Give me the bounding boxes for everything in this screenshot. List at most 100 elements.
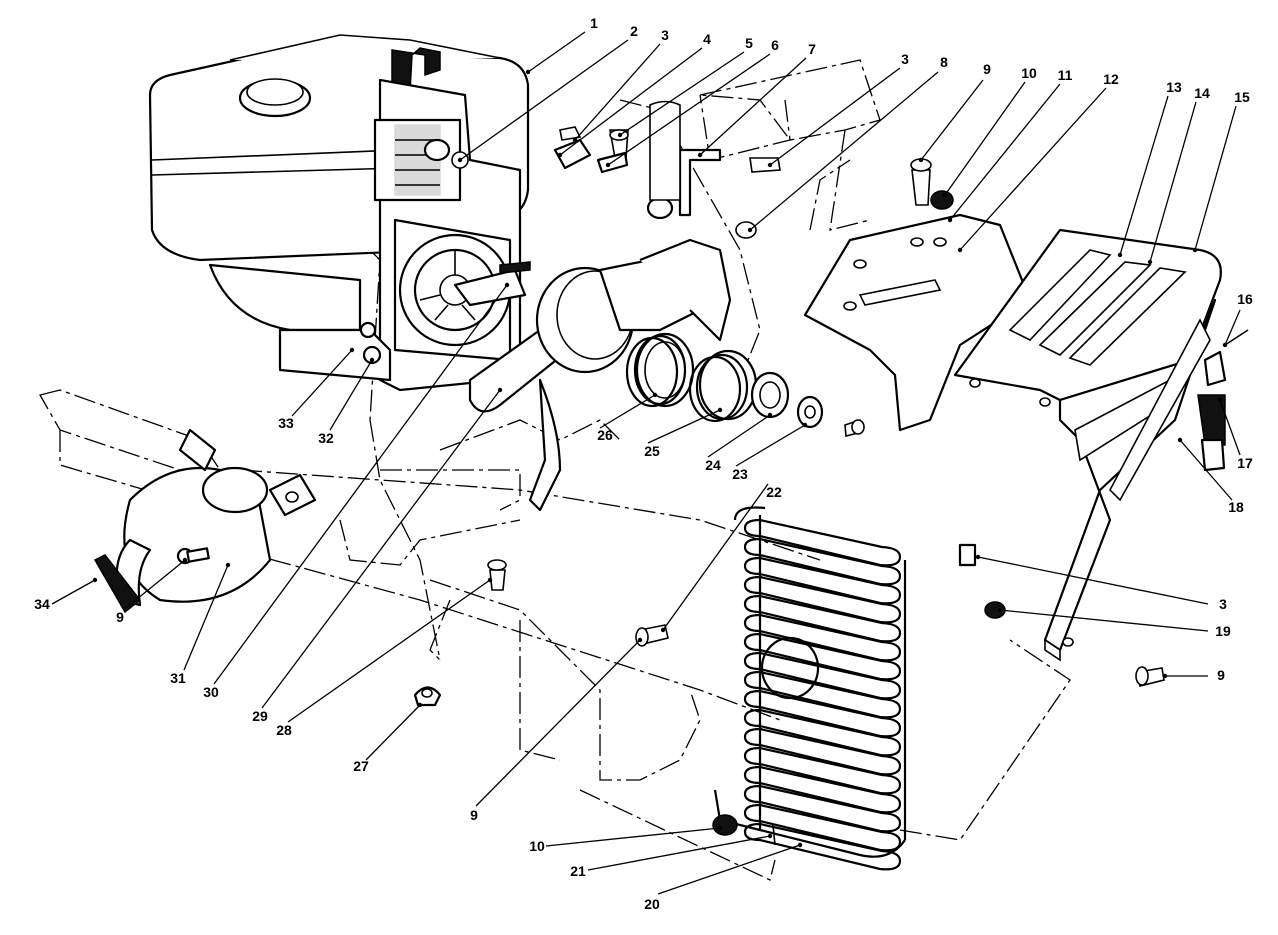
callout-31: 31 bbox=[170, 670, 186, 686]
callout-9b: 9 bbox=[1217, 667, 1225, 683]
leader-dot bbox=[1217, 397, 1223, 403]
leader-dot bbox=[1222, 342, 1228, 348]
leader-line bbox=[527, 31, 586, 73]
callout-20: 20 bbox=[644, 896, 660, 912]
leader-dot bbox=[797, 842, 803, 848]
callout-13: 13 bbox=[1166, 79, 1182, 95]
leader-line bbox=[261, 389, 501, 709]
leader-line bbox=[287, 579, 491, 723]
callout-22: 22 bbox=[766, 484, 782, 500]
coil-loop bbox=[743, 518, 902, 567]
callout-12: 12 bbox=[1103, 71, 1119, 87]
callout-23: 23 bbox=[732, 466, 748, 482]
leader-line bbox=[607, 53, 771, 166]
leader-dot bbox=[497, 387, 503, 393]
belt-cover bbox=[953, 228, 1222, 662]
leader-dot bbox=[457, 157, 463, 163]
callout-30: 30 bbox=[203, 684, 219, 700]
callout-16: 16 bbox=[1237, 291, 1253, 307]
leader-line bbox=[959, 87, 1107, 251]
callout-17: 17 bbox=[1237, 455, 1253, 471]
coil-ring bbox=[760, 636, 820, 700]
leader-line bbox=[599, 394, 656, 429]
leader-dot bbox=[957, 247, 963, 253]
leader-dot bbox=[652, 392, 658, 398]
callout-9a: 9 bbox=[983, 61, 991, 77]
leader-dot bbox=[92, 577, 98, 583]
leader-dot bbox=[747, 227, 753, 233]
leader-line bbox=[365, 704, 421, 761]
leader-line bbox=[735, 424, 806, 467]
leader-line bbox=[291, 349, 353, 417]
callout-33: 33 bbox=[278, 415, 294, 431]
callout-8: 8 bbox=[940, 54, 948, 70]
leader-line bbox=[1219, 399, 1241, 456]
fasteners-bottom bbox=[413, 261, 776, 846]
callout-34: 34 bbox=[34, 596, 50, 612]
leader-dot bbox=[1177, 437, 1183, 443]
callout-32: 32 bbox=[318, 430, 334, 446]
leader-line bbox=[459, 39, 629, 161]
leader-dot bbox=[697, 152, 703, 158]
leader-lines bbox=[51, 31, 1241, 895]
leader-line bbox=[749, 71, 939, 231]
leader-line bbox=[183, 564, 229, 671]
callout-14: 14 bbox=[1194, 85, 1210, 101]
callout-28: 28 bbox=[276, 722, 292, 738]
fasteners-right bbox=[958, 543, 1165, 687]
leader-dot bbox=[717, 825, 723, 831]
leader-dot bbox=[605, 162, 611, 168]
leader-line bbox=[1149, 101, 1197, 263]
bearing-stack bbox=[625, 332, 865, 438]
leader-dot bbox=[947, 217, 953, 223]
leader-dot bbox=[417, 702, 423, 708]
engine-assembly bbox=[148, 34, 530, 392]
leader-line bbox=[1179, 439, 1233, 501]
callout-19: 19 bbox=[1215, 623, 1231, 639]
leader-line bbox=[559, 47, 703, 156]
leader-dot bbox=[767, 833, 773, 839]
leader-dot bbox=[660, 627, 666, 633]
leader-line bbox=[662, 483, 769, 631]
fasteners-top bbox=[451, 100, 781, 239]
leader-dot bbox=[225, 562, 231, 568]
leader-line bbox=[329, 359, 373, 431]
leader-line bbox=[707, 414, 771, 458]
leader-line bbox=[769, 67, 901, 166]
callout-6: 6 bbox=[771, 37, 779, 53]
phantom-housing-outline bbox=[39, 59, 1071, 881]
leader-dot bbox=[525, 69, 531, 75]
leader-dot bbox=[504, 282, 510, 288]
leader-dot bbox=[572, 137, 578, 143]
leader-dot bbox=[942, 192, 948, 198]
leader-dot bbox=[1162, 673, 1168, 679]
leader-dot bbox=[487, 577, 493, 583]
callout-25: 25 bbox=[644, 443, 660, 459]
leader-dot bbox=[182, 557, 188, 563]
callout-labels: 1 2 3 4 5 6 7 3 8 9 10 11 12 13 14 15 16… bbox=[34, 15, 1253, 912]
leader-line bbox=[574, 43, 661, 141]
callout-10b: 10 bbox=[529, 838, 545, 854]
leader-line bbox=[999, 609, 1209, 632]
callout-9d: 9 bbox=[470, 807, 478, 823]
leader-line bbox=[125, 559, 186, 609]
callout-7: 7 bbox=[808, 41, 816, 57]
callout-2: 2 bbox=[630, 23, 638, 39]
coil-loop bbox=[743, 822, 902, 871]
leader-dot bbox=[557, 152, 563, 158]
latch-assembly bbox=[1197, 329, 1249, 472]
leader-line bbox=[977, 556, 1209, 605]
leader-dot bbox=[369, 357, 375, 363]
leader-dot bbox=[918, 157, 924, 163]
callout-3b: 3 bbox=[901, 51, 909, 67]
leader-line bbox=[51, 579, 96, 605]
callout-29: 29 bbox=[252, 708, 268, 724]
discharge-chute bbox=[93, 428, 317, 614]
callout-11: 11 bbox=[1058, 67, 1073, 83]
leader-line bbox=[949, 83, 1061, 221]
leader-dot bbox=[767, 412, 773, 418]
callout-4: 4 bbox=[703, 31, 711, 47]
leader-line bbox=[587, 835, 771, 871]
leader-line bbox=[545, 827, 721, 847]
